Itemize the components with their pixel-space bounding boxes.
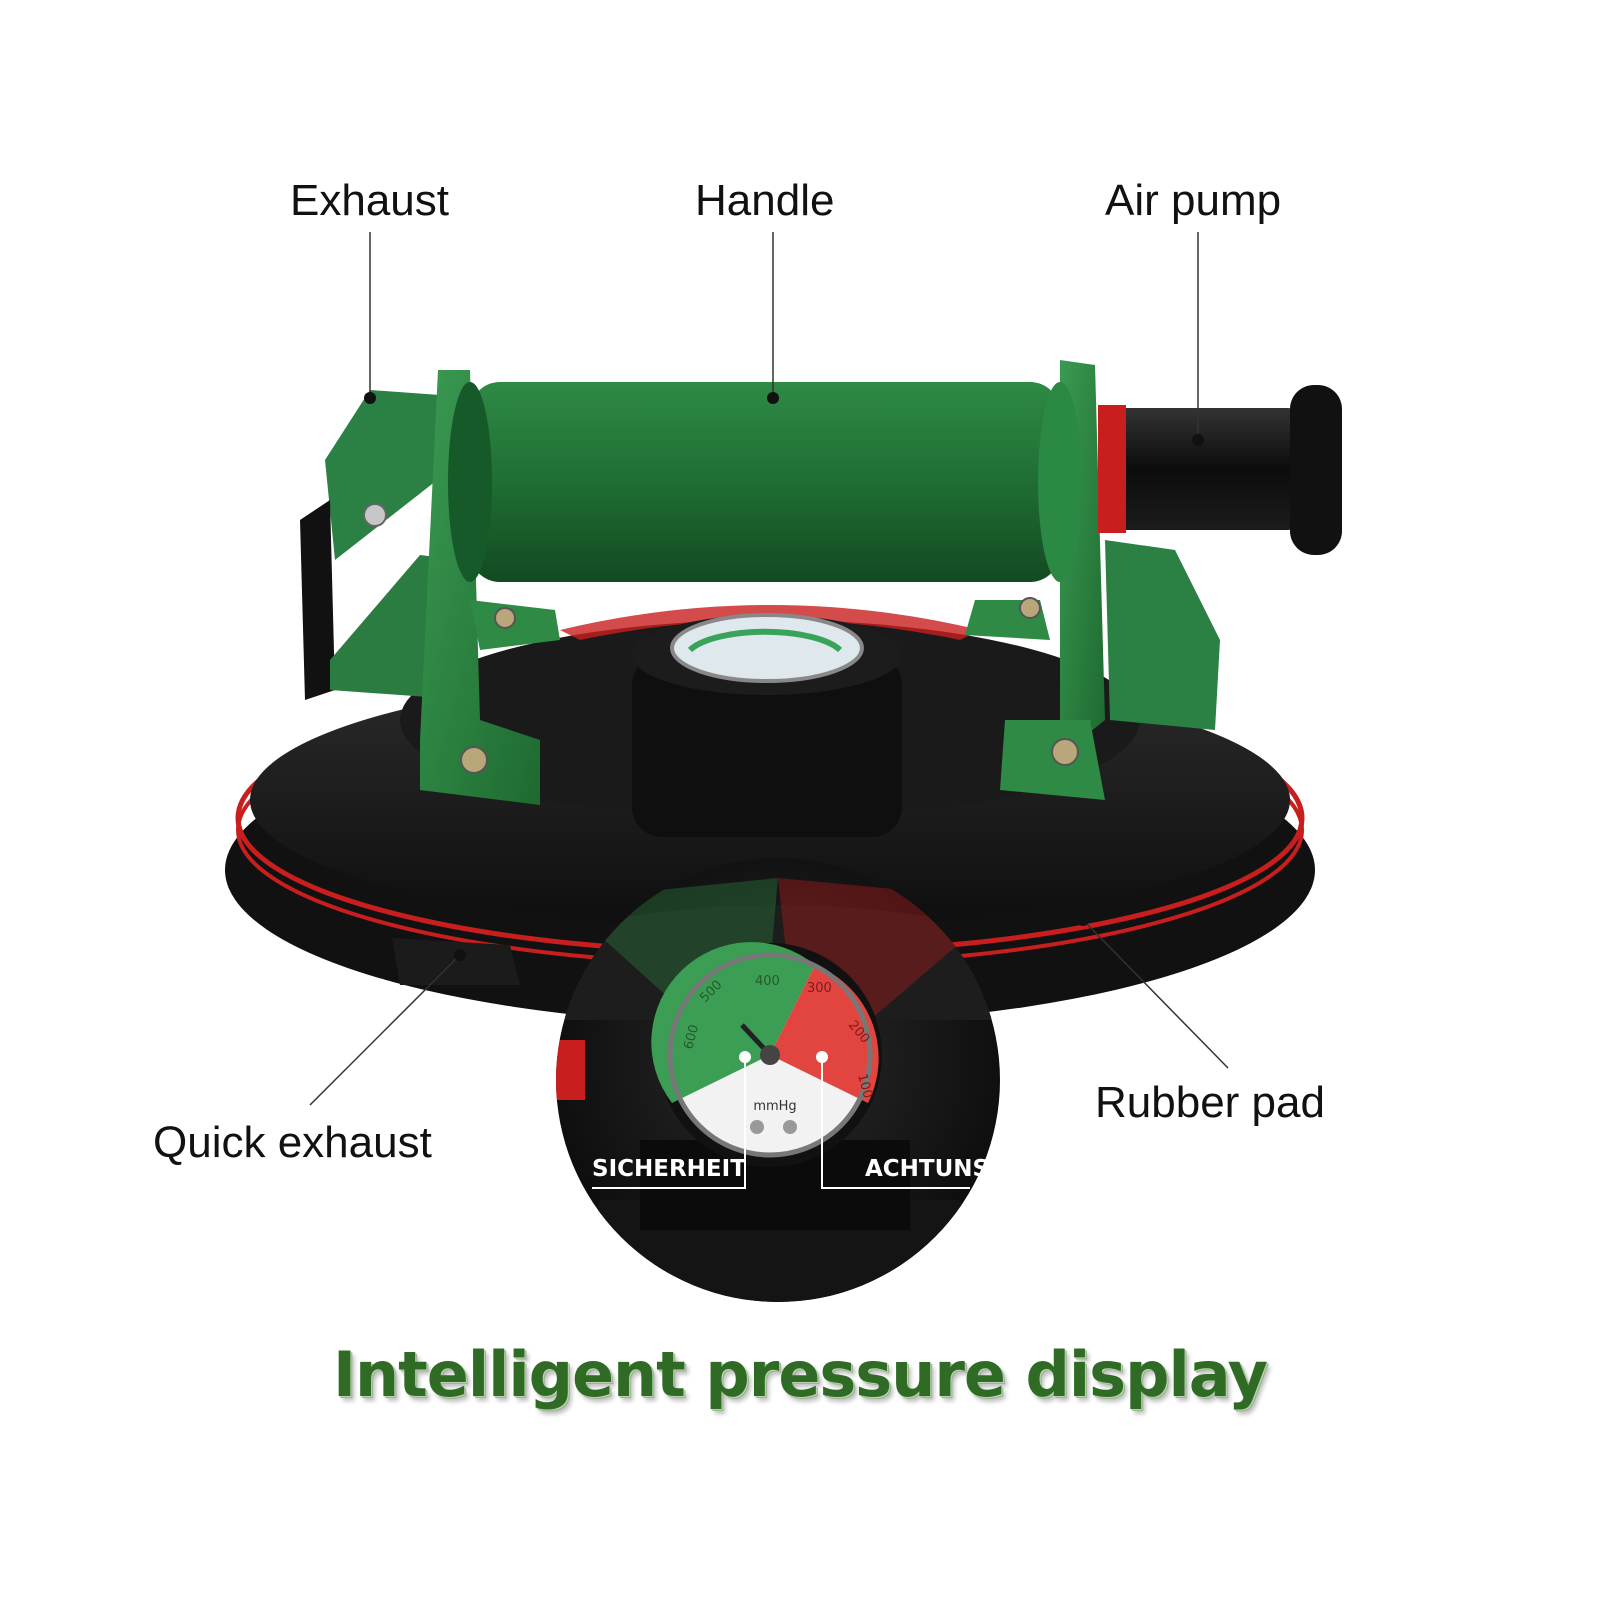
callout-leaders	[309, 232, 1229, 1106]
callout-dots	[364, 392, 1204, 961]
gauge-scale: 600 500 400 300 200 100	[681, 974, 875, 1100]
gauge-scale-300: 300	[807, 981, 832, 996]
warning-zone-label: ACHTUNS	[865, 1156, 990, 1182]
air-pump	[1098, 385, 1342, 555]
gauge-unit: mmHg	[753, 1099, 796, 1114]
gauge-scale-600: 600	[681, 1023, 702, 1051]
exhaust-label: Exhaust	[290, 176, 449, 225]
gauge-scale-400: 400	[755, 974, 780, 989]
quick-exhaust-tab	[392, 938, 520, 985]
air-pump-label: Air pump	[1105, 176, 1282, 225]
safe-zone-label: SICHERHEIT	[592, 1156, 746, 1182]
handle-grip	[448, 382, 1082, 582]
gauge-scale-100: 100	[854, 1072, 875, 1100]
handle-label: Handle	[695, 176, 835, 225]
gauge-housing	[632, 613, 902, 837]
rubber-pad-label: Rubber pad	[1095, 1078, 1325, 1127]
quick-exhaust-label: Quick exhaust	[153, 1118, 432, 1167]
headline: Intelligent pressure display	[332, 1338, 1268, 1411]
